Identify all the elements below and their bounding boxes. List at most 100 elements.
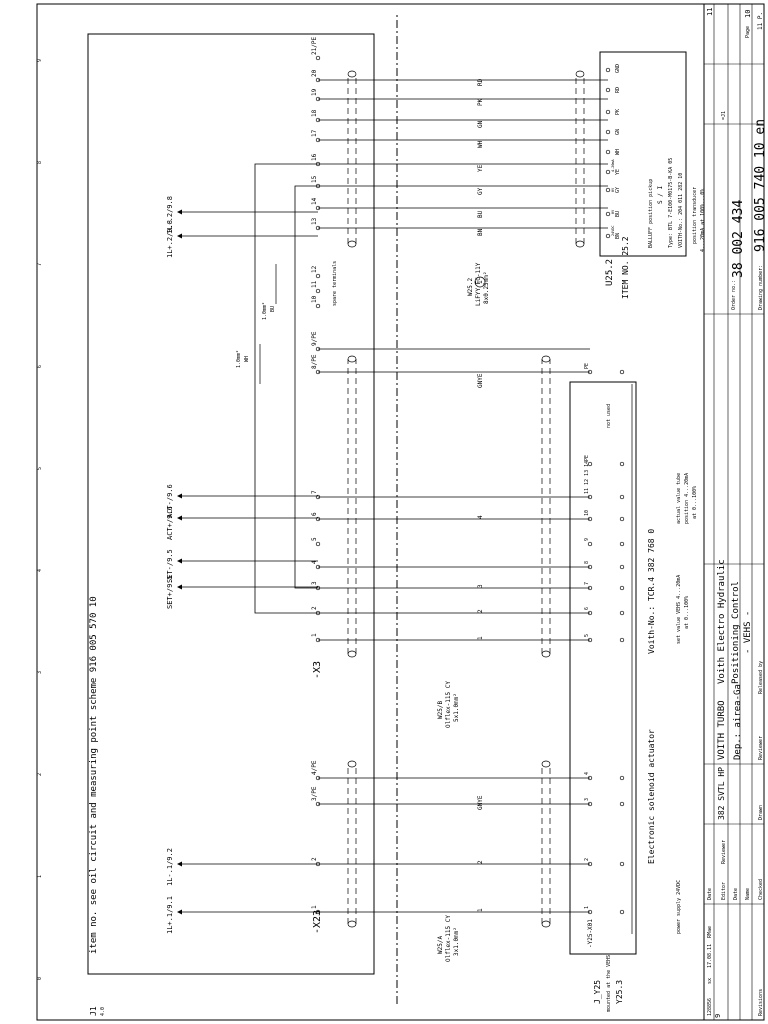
- signal-label: 1L-.1/9.2: [166, 848, 174, 886]
- signal-label: 1L+.1/9.1: [166, 896, 174, 934]
- sensor-maker: BALLUFF position pickup: [648, 179, 654, 248]
- core-label: 1: [477, 636, 484, 640]
- core-label: 1: [477, 908, 484, 912]
- actuator-voith-no: Voith-No.: TCR.4 382 768 0: [647, 529, 656, 654]
- sensor-box: [599, 51, 687, 257]
- cable-w25a-type: Olflex-115 CY: [445, 915, 452, 962]
- actuator-pin: [587, 585, 593, 591]
- actuator-pin-label: 4: [584, 772, 590, 775]
- signal-label: 1L+.2/9.8: [166, 220, 174, 258]
- actuator-pin-out: [619, 564, 625, 570]
- actuator-box: [569, 381, 637, 955]
- cable-w25-2-type: LiFYY FC-11Y: [475, 262, 482, 306]
- power-supply-note: power supply 24VDC: [676, 880, 682, 934]
- title-line-1: Voith Electro Hydraulic: [717, 559, 727, 684]
- wire-color-label: RD: [477, 78, 484, 86]
- actual-range-note: at 0...100%: [692, 486, 698, 519]
- terminal-x3-label: 20: [311, 69, 318, 77]
- sensor-pin: [605, 87, 611, 93]
- actuator-pin: [587, 494, 593, 500]
- order-number: 38 002 434: [731, 200, 746, 278]
- cable-w25b-name: W25/B: [437, 701, 444, 719]
- cable-w25b-cores: 5x1.0mm²: [453, 693, 460, 722]
- grid-column-label: 9: [37, 59, 43, 62]
- actuator-pin: [587, 909, 593, 915]
- actuator-pin: [587, 516, 593, 522]
- drawing-number: 916 005 740 10 en: [753, 119, 768, 252]
- terminal-x23-label: 3/PE: [311, 786, 318, 801]
- cable-w25-2-cores: 8x0.25mm²: [483, 271, 490, 304]
- sensor-pin-label: GN: [615, 129, 621, 135]
- bridge-bu-color: BU: [270, 306, 276, 312]
- sensor-pin: [605, 129, 611, 135]
- terminal-x3-label: 10: [311, 295, 318, 303]
- row-released-label: Released by: [758, 661, 764, 694]
- jumper-wire: [254, 163, 318, 614]
- actuator-pin-label: 11 12 13 14: [584, 461, 590, 494]
- screen-end: [541, 920, 551, 928]
- rev-name: RMae: [707, 926, 713, 938]
- spare-terminals-label: spare terminals: [332, 261, 338, 306]
- wire-color-label: YE: [477, 164, 484, 172]
- signal-label: SET+/9.5: [166, 575, 174, 609]
- pages-total: 11 P.: [757, 12, 764, 30]
- row-name-label: Name: [745, 888, 751, 900]
- screen-end: [541, 760, 551, 768]
- not-used-note: not used: [606, 404, 612, 428]
- grid-column-label: 0: [37, 977, 43, 980]
- sensor-mode: S / I: [657, 186, 664, 204]
- drawing-label: Drawing number:: [758, 265, 764, 310]
- actuator-pin: [587, 541, 593, 547]
- sensor-pin: [605, 211, 611, 217]
- terminal-x3: [315, 273, 321, 279]
- actual-value-note: actual value tube: [676, 473, 682, 524]
- row-reviewer-label: Reviewer: [721, 840, 727, 864]
- sensor-pin: [605, 233, 611, 239]
- signal-label: SET-/9.5: [166, 549, 174, 583]
- sensor-pin: [605, 169, 611, 175]
- row-date2-label: Date: [733, 888, 739, 900]
- terminal-x3-label: 5: [311, 537, 318, 541]
- row-reviewer2-label: Reviewer: [758, 736, 764, 760]
- actuator-pin-out: [619, 775, 625, 781]
- sensor-pin-label: YE: [615, 169, 621, 175]
- wires: 1L+.1/9.11L-.1/9.2SET+/9.5SET-/9.5ACT+/9…: [166, 78, 608, 934]
- actuator-pin-label: 5: [584, 634, 590, 637]
- terminal-x3-label: 1: [311, 633, 318, 637]
- signal-arrow: [177, 233, 182, 239]
- sensor-ref: U25.2: [605, 259, 615, 286]
- actuator-pin: [587, 369, 593, 375]
- signal-arrow: [177, 493, 182, 499]
- terminal-x3-label: 2: [311, 606, 318, 610]
- terminal-x3-label: 16: [311, 153, 318, 161]
- callout-number: 1: [477, 280, 484, 284]
- screen-end: [347, 355, 357, 363]
- actuator-pin: [587, 461, 593, 467]
- terminal-x3-label: 4: [311, 560, 318, 564]
- title-line-3: - VEHS -: [743, 611, 753, 654]
- grid-column-label: 2: [37, 773, 43, 776]
- signal-arrow: [177, 515, 182, 521]
- grid-column-label: 5: [37, 467, 43, 470]
- sensor-pin-note: 4-20mA: [611, 158, 615, 172]
- terminal-x3-label: 6: [311, 512, 318, 516]
- sensor-pin-label: PK: [615, 109, 621, 115]
- actuator-pin-label: PE: [584, 363, 590, 369]
- signal-label: ACT-/9.6: [166, 484, 174, 518]
- actuator-ref: Y25.3: [615, 980, 624, 1004]
- rev-index: 128856: [707, 998, 713, 1016]
- cable-w25b-type: Olflex-115 CY: [445, 681, 452, 728]
- actuator-pin-label: 9: [584, 538, 590, 541]
- prev-page-marker: 9: [714, 1014, 722, 1018]
- bridge-bu-size: 1.0mm²: [262, 302, 268, 320]
- x23-label: -X23: [312, 910, 323, 934]
- actuator-pin-label: 3: [584, 798, 590, 801]
- terminal-x3-label: 19: [311, 88, 318, 96]
- sensor-pin-note: 0V: [611, 209, 615, 214]
- core-label: GNYE: [477, 373, 484, 388]
- terminal-x3-label: 11: [311, 280, 318, 288]
- sensor-pin: [605, 149, 611, 155]
